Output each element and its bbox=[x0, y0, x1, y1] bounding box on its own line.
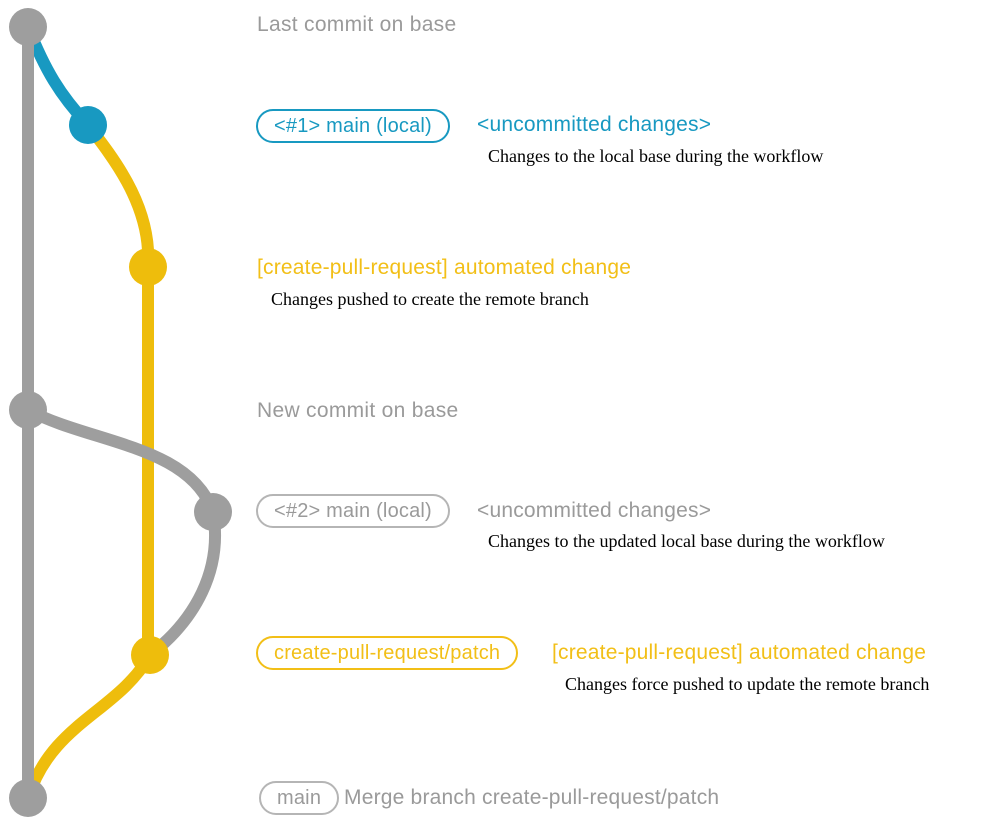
desc-force-pushed-update-remote: Changes force pushed to update the remot… bbox=[565, 674, 930, 694]
git-graph bbox=[9, 8, 232, 817]
commit-node-last-base bbox=[9, 8, 47, 46]
branch-badge-create-pull-request-patch: create-pull-request/patch bbox=[256, 636, 519, 670]
label-uncommitted-changes-2: <uncommitted changes> bbox=[477, 499, 712, 522]
branch-badge-main-local-1: <#1> main (local) bbox=[256, 109, 450, 143]
label-merge-branch: Merge branch create-pull-request/patch bbox=[344, 786, 720, 809]
label-last-commit-on-base: Last commit on base bbox=[257, 13, 457, 36]
commit-node-local2 bbox=[194, 493, 232, 531]
desc-local-base-changes: Changes to the local base during the wor… bbox=[488, 146, 824, 166]
commit-node-merge bbox=[9, 779, 47, 817]
commit-node-patch1 bbox=[129, 248, 167, 286]
edge-local1-to-patch-branch bbox=[83, 121, 154, 655]
label-new-commit-on-base: New commit on base bbox=[257, 399, 459, 422]
label-automated-change-2: [create-pull-request] automated change bbox=[552, 641, 927, 664]
edge-patch-to-merge bbox=[22, 651, 156, 800]
label-uncommitted-changes-1: <uncommitted changes> bbox=[477, 113, 712, 136]
commit-node-local1 bbox=[69, 106, 107, 144]
commit-node-new-base bbox=[9, 391, 47, 429]
label-automated-change-1: [create-pull-request] automated change bbox=[257, 256, 632, 279]
commit-node-patch2 bbox=[131, 636, 169, 674]
desc-updated-local-base-changes: Changes to the updated local base during… bbox=[488, 531, 885, 551]
edge-base-to-local2 bbox=[25, 404, 219, 515]
branch-badge-main: main bbox=[259, 781, 340, 815]
desc-pushed-create-remote: Changes pushed to create the remote bran… bbox=[271, 289, 589, 309]
edge-local2-to-patch bbox=[146, 510, 222, 660]
branch-badge-main-local-2: <#2> main (local) bbox=[256, 494, 450, 528]
